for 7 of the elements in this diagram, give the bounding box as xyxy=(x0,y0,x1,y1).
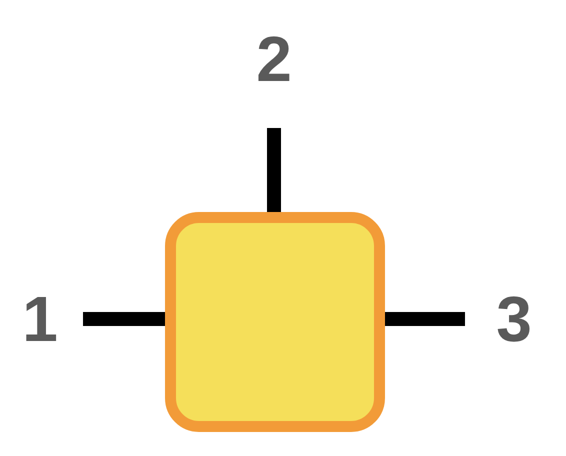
terminal-number: 3 xyxy=(490,284,538,354)
connector-line xyxy=(385,312,465,326)
connector-line xyxy=(267,128,281,212)
terminal-number: 2 xyxy=(250,24,298,94)
component-block xyxy=(165,212,385,432)
connector-line xyxy=(83,312,165,326)
terminal-number: 1 xyxy=(18,284,62,354)
